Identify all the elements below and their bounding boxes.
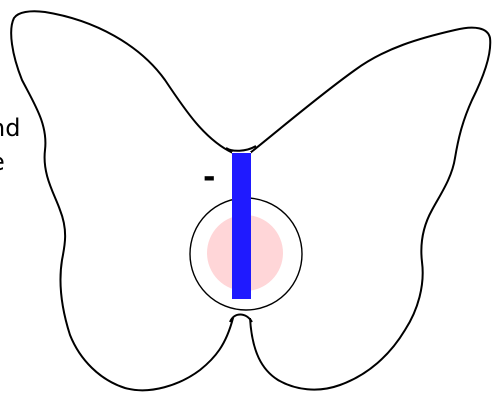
clipped-text-line-1: nd <box>0 113 20 143</box>
blue-bar <box>232 153 251 299</box>
minus-sign-label: - <box>203 163 215 193</box>
butterfly-top-notch <box>226 146 256 151</box>
butterfly-left-wing <box>11 11 233 390</box>
butterfly-right-wing <box>250 28 490 390</box>
clipped-text-line-2: e <box>0 147 5 177</box>
